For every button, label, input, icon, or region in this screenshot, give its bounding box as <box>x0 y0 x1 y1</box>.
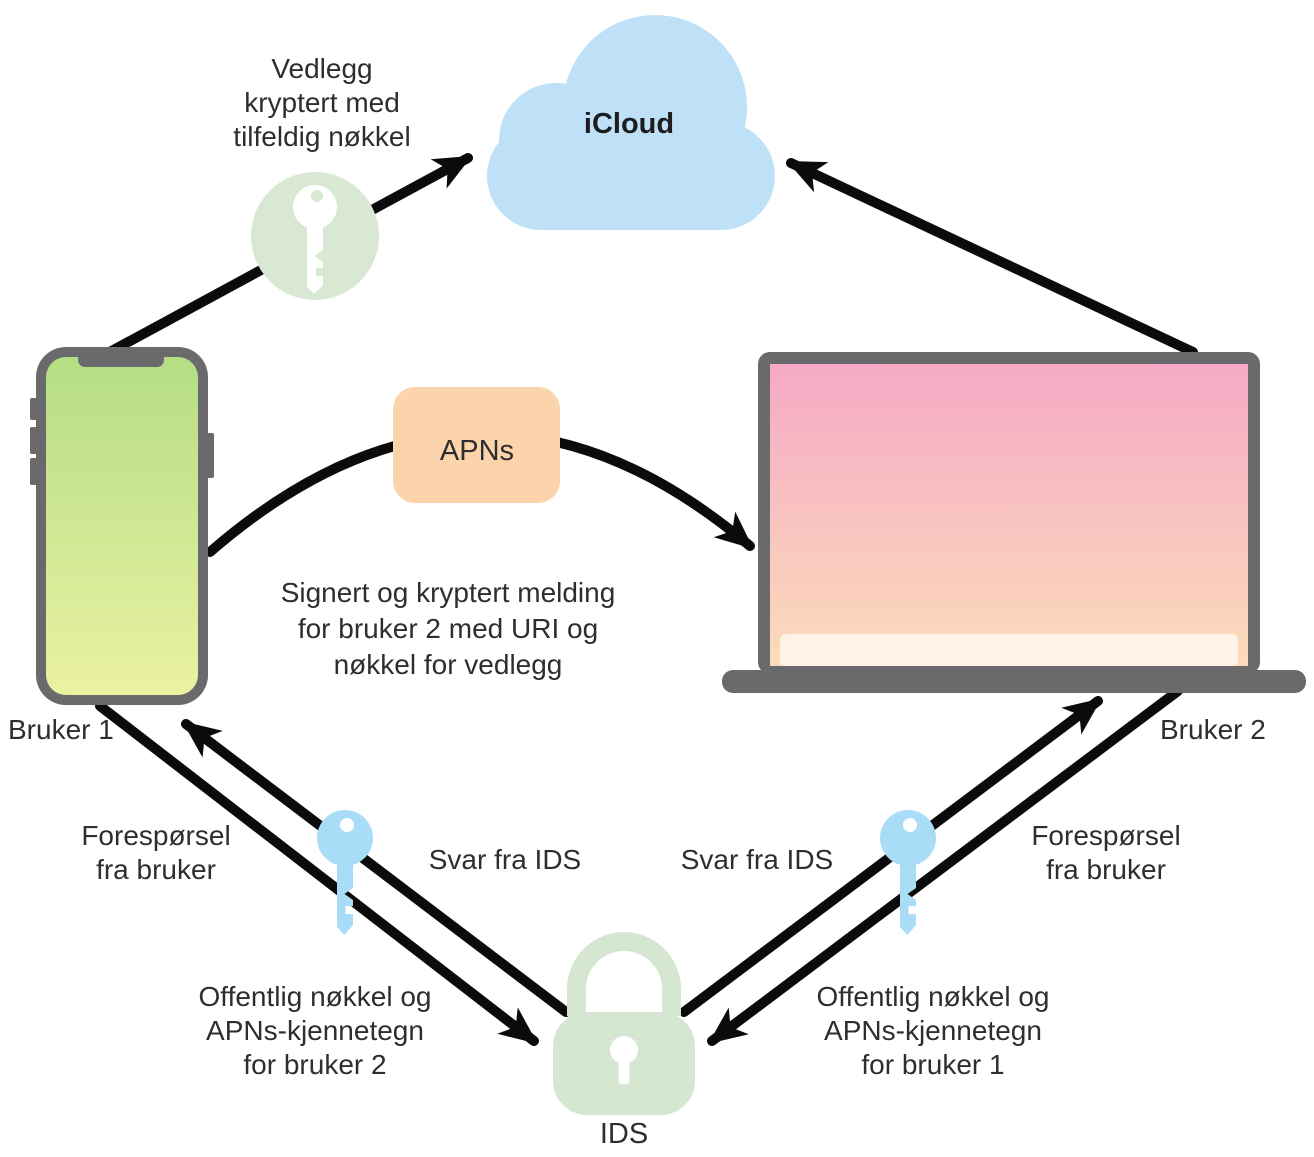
icloud-cloud-icon <box>487 15 775 230</box>
key-icon <box>293 185 337 294</box>
keyhole-stem <box>618 1056 630 1084</box>
phone-notch <box>78 352 164 367</box>
random-key-badge <box>251 172 379 300</box>
request-left-line2: fra bruker <box>96 854 216 885</box>
ids-lock-icon <box>553 932 695 1115</box>
public-key-note-right-line3: for bruker 1 <box>861 1049 1004 1080</box>
apns-box <box>393 387 560 503</box>
message-note-line1: Signert og kryptert melding <box>281 577 616 608</box>
laptop-base <box>722 670 1306 693</box>
phone-screen <box>46 357 198 695</box>
attachment-note-line1: Vedlegg <box>271 53 372 84</box>
arrow-user2-to-icloud <box>786 158 1198 357</box>
laptop-screen <box>770 364 1248 666</box>
public-key-note-left-line2: APNs-kjennetegn <box>206 1015 424 1046</box>
apns-label: APNs <box>440 435 514 467</box>
cloud-base <box>487 122 775 230</box>
key-shaft <box>307 222 323 294</box>
laptop-dock <box>780 634 1238 666</box>
labels: Vedlegg kryptert med tilfeldig nøkkel Si… <box>8 53 1266 1080</box>
phone-side-button <box>207 433 214 478</box>
public-key-note-right-line1: Offentlig nøkkel og <box>817 981 1050 1012</box>
request-right-line1: Forespørsel <box>1031 820 1180 851</box>
attachment-note-line3: tilfeldig nøkkel <box>233 121 410 152</box>
user2-label: Bruker 2 <box>1160 714 1266 745</box>
phone-volume-button <box>30 458 37 485</box>
icloud-label: iCloud <box>584 108 674 140</box>
attachment-note-line2: kryptert med <box>244 87 400 118</box>
keyhole-circle <box>610 1036 638 1064</box>
message-note-line3: nøkkel for vedlegg <box>334 649 563 680</box>
ids-reply-right-label: Svar fra IDS <box>681 844 833 875</box>
phone-volume-button <box>30 398 37 420</box>
message-note-line2: for bruker 2 med URI og <box>298 613 598 644</box>
key-hole <box>311 190 323 202</box>
public-key-note-left-line3: for bruker 2 <box>243 1049 386 1080</box>
ids-reply-left-label: Svar fra IDS <box>429 844 581 875</box>
phone-volume-button <box>30 427 37 454</box>
lock-shackle <box>567 932 681 1016</box>
arrow-request-user1-to-ids <box>95 701 539 1046</box>
request-left-line1: Forespørsel <box>81 820 230 851</box>
public-key-note-left-line1: Offentlig nøkkel og <box>199 981 432 1012</box>
key-head <box>293 185 337 229</box>
arrow-request-user2-to-ids <box>707 686 1183 1046</box>
laptop-user2 <box>722 352 1306 693</box>
iphone-user1 <box>30 347 214 705</box>
ids-label: IDS <box>600 1118 648 1150</box>
arrow-reply-ids-to-user1 <box>181 719 571 1017</box>
user1-label: Bruker 1 <box>8 714 114 745</box>
request-right-line2: fra bruker <box>1046 854 1166 885</box>
public-key-note-right-line2: APNs-kjennetegn <box>824 1015 1042 1046</box>
public-key-icon-right <box>880 810 936 935</box>
